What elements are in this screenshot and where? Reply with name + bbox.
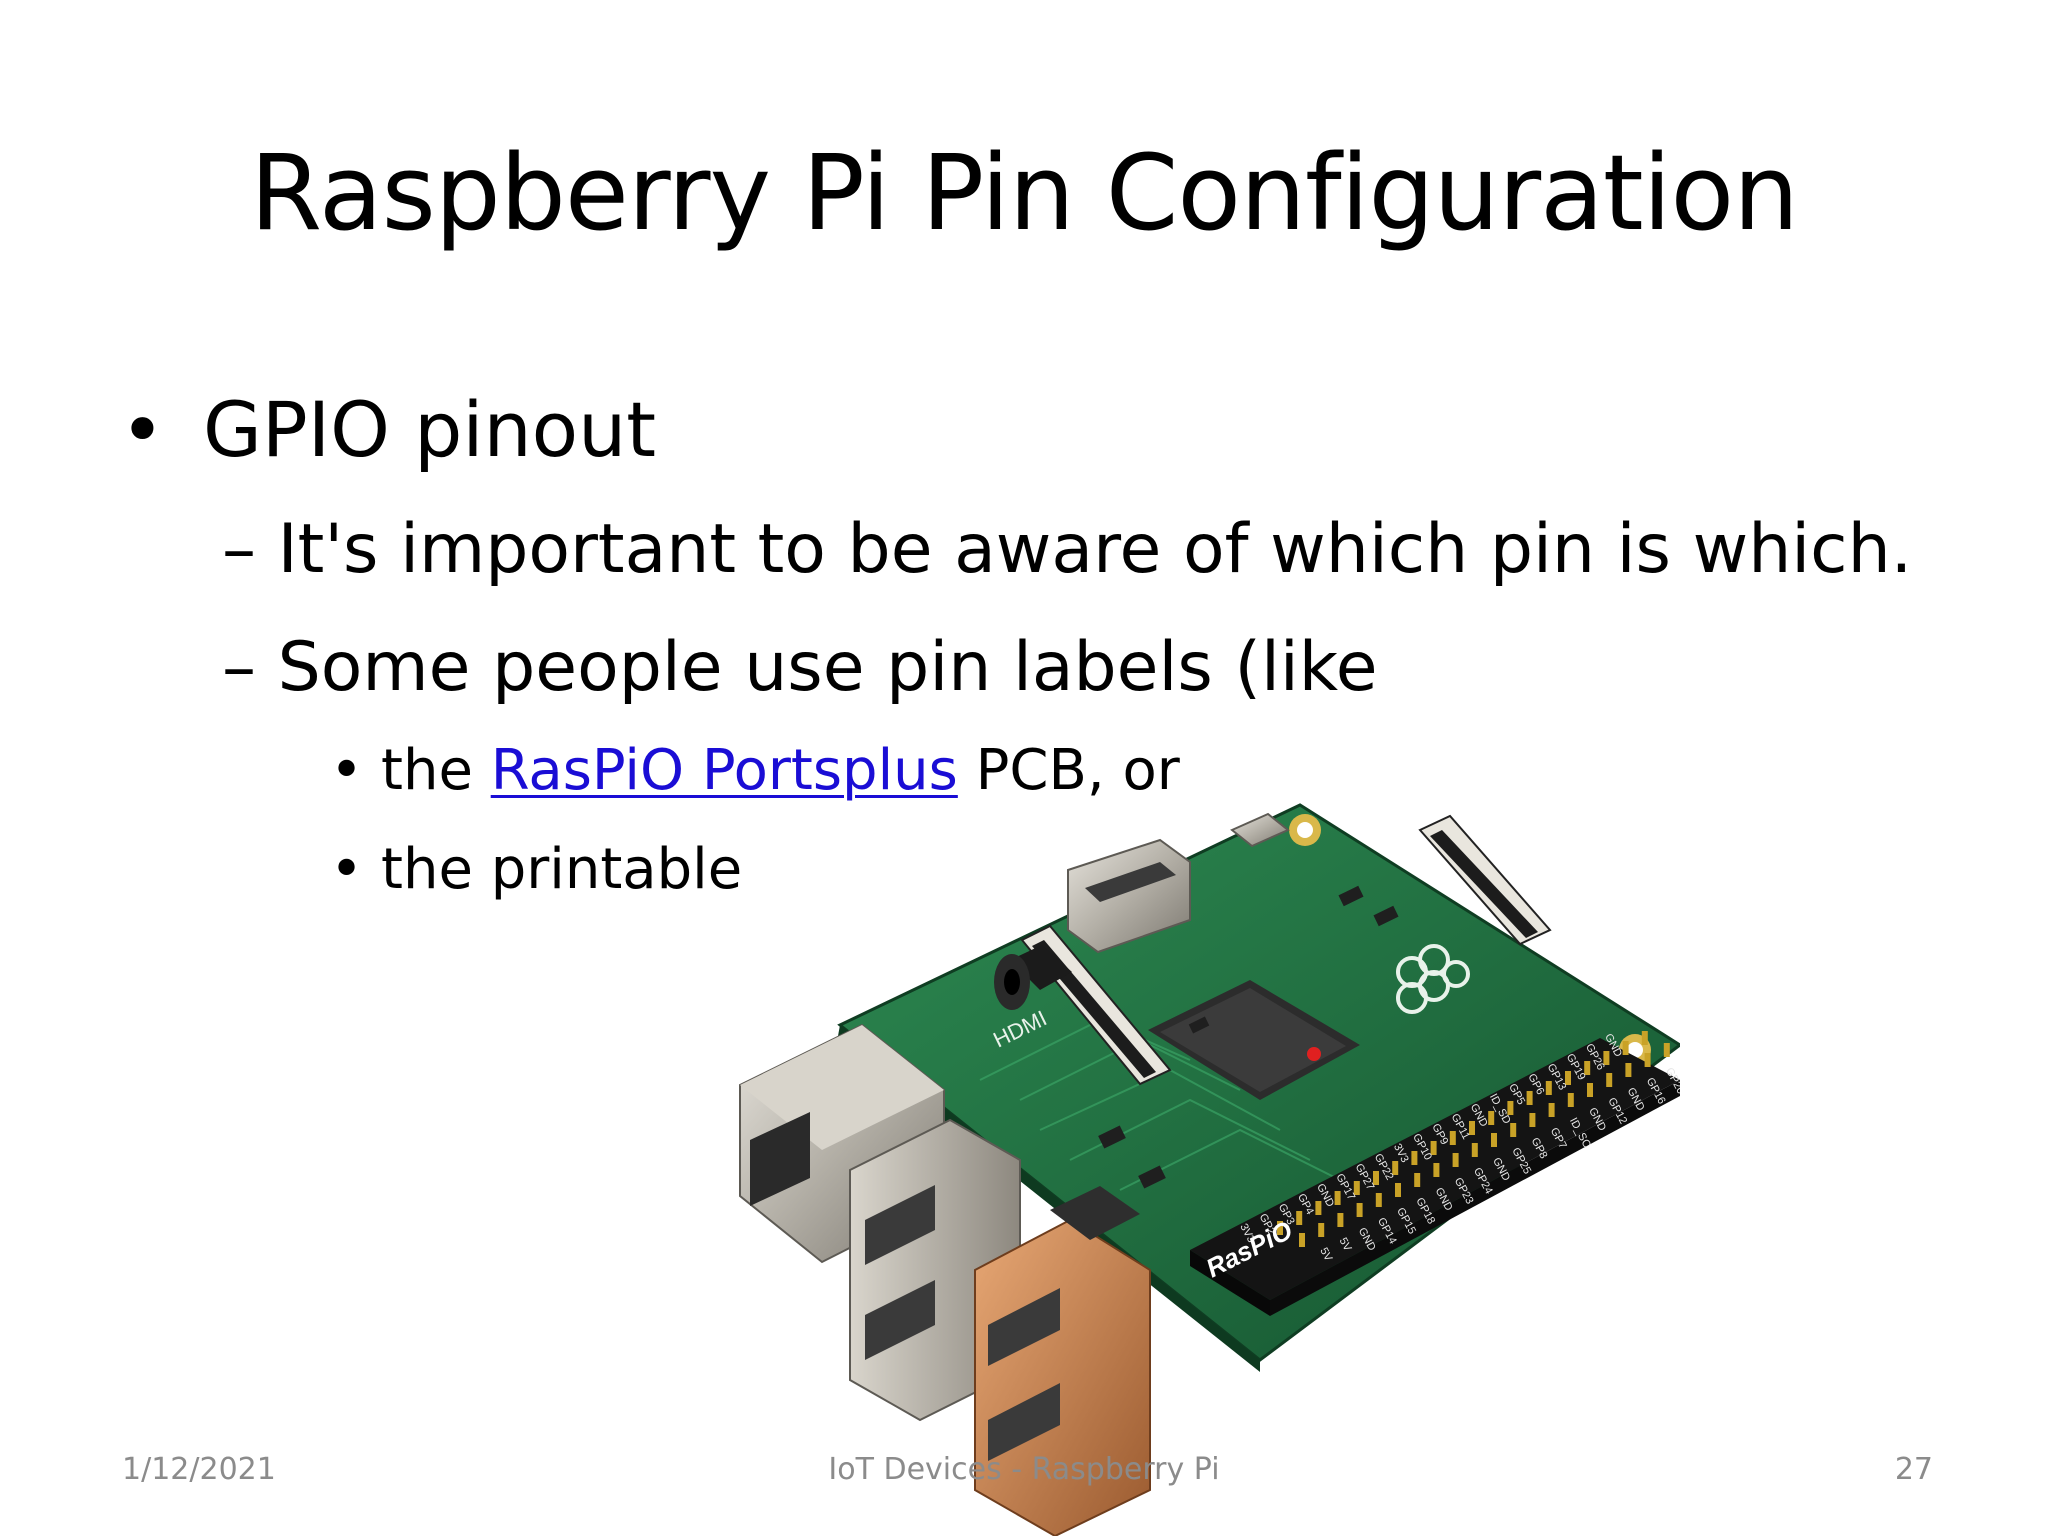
soc-chip [1148, 980, 1360, 1100]
gpio-pin [1507, 1101, 1514, 1115]
raspio-portsplus-link[interactable]: RasPiO Portsplus [490, 738, 958, 803]
gpio-pin [1356, 1203, 1363, 1217]
gpio-pin [1625, 1063, 1632, 1077]
bullet-mark: • [330, 738, 364, 803]
gpio-pin [1411, 1151, 1418, 1165]
sub-sub-bullet-text: the printable [381, 837, 743, 902]
text-prefix: the [381, 738, 491, 803]
gpio-pin [1488, 1111, 1495, 1125]
gpio-pin [1545, 1081, 1552, 1095]
gpio-pin [1526, 1091, 1533, 1105]
gpio-pin [1603, 1051, 1610, 1065]
gpio-pin [1337, 1213, 1344, 1227]
gpio-pin [1663, 1043, 1670, 1057]
gpio-pin [1318, 1223, 1325, 1237]
gpio-pin [1529, 1113, 1536, 1127]
dash-mark: – [222, 510, 256, 589]
gpio-pin [1296, 1211, 1303, 1225]
gpio-pin-grid [1277, 1031, 1670, 1247]
slide-title: Raspberry Pi Pin Configuration [249, 132, 1799, 254]
gpio-pin [1414, 1173, 1421, 1187]
sub-bullet-text: It's important to be aware of which pin … [277, 510, 1913, 589]
audio-jack [994, 945, 1072, 1010]
small-components [1050, 885, 1399, 1240]
footer-title: IoT Devices - Raspberry Pi [828, 1452, 1220, 1487]
gpio-pin [1548, 1103, 1555, 1117]
usb-ports [849, 1118, 1151, 1536]
gpio-pin [1277, 1221, 1283, 1235]
gpio-pin [1584, 1061, 1591, 1075]
raspberry-pi-photo: HDMI [739, 803, 1680, 1536]
gpio-pin [1449, 1131, 1456, 1145]
gpio-pin [1471, 1143, 1478, 1157]
gpio-pin [1334, 1191, 1341, 1205]
text-suffix: PCB, or [957, 738, 1180, 803]
ribbon-connector [1020, 814, 1552, 1086]
gpio-pin [1395, 1183, 1401, 1197]
gpio-pin [1510, 1123, 1517, 1137]
footer-date: 1/12/2021 [122, 1452, 276, 1487]
gpio-pin [1622, 1041, 1629, 1055]
dash-mark: – [222, 628, 256, 707]
bullet-mark: • [120, 385, 165, 474]
gpio-pin [1433, 1163, 1440, 1177]
bullet-text: GPIO pinout [203, 385, 657, 474]
footer-page-number: 27 [1894, 1452, 1933, 1487]
gpio-pin [1641, 1031, 1648, 1045]
gpio-pin [1430, 1141, 1437, 1155]
sub-bullet-text: Some people use pin labels (like [277, 628, 1378, 707]
gpio-pin [1644, 1053, 1651, 1067]
micro-usb-port [1230, 812, 1290, 848]
sub-sub-bullet-text: the RasPiO Portsplus PCB, or [381, 733, 1180, 809]
gpio-pin [1452, 1153, 1459, 1167]
sub-bullet-aware: – It's important to be aware of which pi… [222, 505, 1912, 595]
gpio-pin [1353, 1181, 1360, 1195]
pin-label: 5V [1337, 1236, 1354, 1254]
pin-label: 5V [1317, 1246, 1334, 1264]
sub-bullet-pin-labels: – Some people use pin labels (like [222, 623, 1378, 713]
gpio-pin [1375, 1193, 1382, 1207]
raspberry-logo [1396, 944, 1470, 1014]
gpio-pin [1565, 1071, 1571, 1085]
gpio-pin [1469, 1121, 1475, 1135]
gpio-pin [1491, 1133, 1497, 1147]
gpio-pin [1587, 1083, 1593, 1097]
gpio-pin [1315, 1201, 1322, 1215]
gpio-pin [1567, 1093, 1574, 1107]
gpio-pin [1392, 1161, 1399, 1175]
gpio-pin [1606, 1073, 1613, 1087]
bullet-mark: • [330, 837, 364, 902]
gpio-pin [1299, 1233, 1305, 1247]
gpio-pin [1373, 1171, 1379, 1185]
